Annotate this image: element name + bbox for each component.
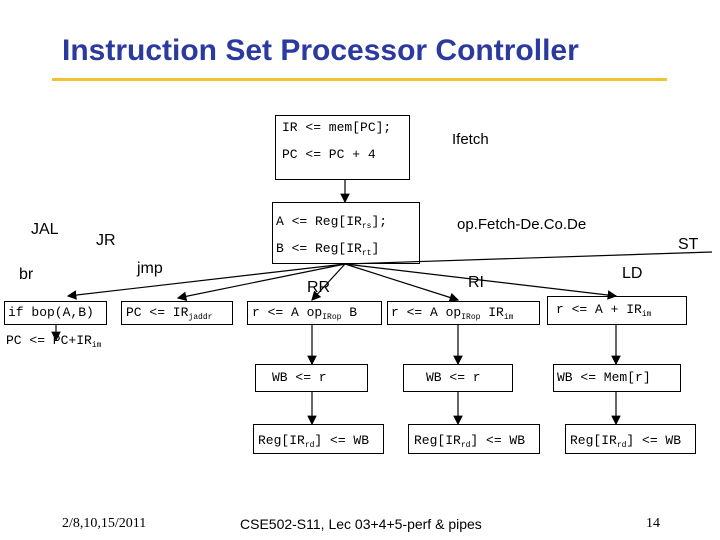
ld-wb-box bbox=[553, 364, 681, 392]
rr-wb-box bbox=[255, 364, 368, 392]
ld-state-box bbox=[547, 296, 687, 325]
br-condition: if bop(A,B) bbox=[8, 305, 94, 320]
arrow-to-jmp bbox=[176, 263, 346, 302]
rr-wb: WB <= r bbox=[272, 370, 327, 385]
label-ri: RI bbox=[468, 274, 484, 291]
label-jr: JR bbox=[96, 232, 116, 249]
ld-regwrite: Reg[IRrd] <= WB bbox=[570, 433, 682, 450]
decode-label: op.Fetch-De.Co.De bbox=[457, 216, 587, 233]
ri-regwrite: Reg[IRrd] <= WB bbox=[414, 433, 526, 450]
jmp-action: PC <= IRjaddr bbox=[126, 305, 213, 322]
ld-action: r <= A + IRim bbox=[556, 302, 652, 319]
rr-regwrite: Reg[IRrd] <= WB bbox=[258, 433, 370, 450]
slide-title: Instruction Set Processor Controller bbox=[62, 34, 579, 67]
jmp-state-box bbox=[121, 301, 233, 325]
footer-course: CSE502-S11, Lec 03+4+5-perf & pipes bbox=[240, 516, 482, 532]
arrow-to-ri bbox=[344, 263, 460, 303]
ri-regwrite-box bbox=[408, 424, 540, 454]
title-underline bbox=[52, 78, 667, 81]
ifetch-label: Ifetch bbox=[452, 131, 489, 148]
decode-line1: A <= Reg[IRrs]; bbox=[276, 214, 388, 231]
label-rr: RR bbox=[307, 279, 331, 296]
arrow-to-br bbox=[66, 263, 346, 300]
ifetch-line2: PC <= PC + 4 bbox=[282, 147, 376, 162]
ld-wb: WB <= Mem[r] bbox=[557, 370, 651, 385]
label-st: ST bbox=[678, 236, 699, 253]
footer-date: 2/8,10,15/2011 bbox=[62, 516, 147, 531]
br-condition-box bbox=[4, 301, 107, 325]
arrow-to-ld bbox=[344, 263, 618, 300]
ld-regwrite-box bbox=[565, 424, 696, 454]
ri-state-box bbox=[387, 301, 540, 325]
decode-state-box bbox=[272, 202, 420, 264]
arrow-to-st bbox=[344, 251, 713, 265]
rr-state-box bbox=[247, 301, 382, 325]
label-jmp: jmp bbox=[137, 260, 163, 277]
rr-regwrite-box bbox=[253, 424, 384, 454]
arrow-to-rr bbox=[311, 263, 346, 301]
br-action: PC <= PC+IRim bbox=[6, 333, 102, 350]
ifetch-state-box bbox=[275, 115, 410, 180]
rr-action: r <= A opIRop B bbox=[252, 305, 358, 322]
ri-wb-box bbox=[403, 364, 513, 392]
label-ld: LD bbox=[622, 265, 643, 282]
label-jal: JAL bbox=[31, 221, 59, 238]
label-br: br bbox=[19, 266, 34, 283]
footer-page-number: 14 bbox=[646, 516, 660, 531]
decode-line2: B <= Reg[IRrt] bbox=[276, 241, 380, 258]
ri-action: r <= A opIRop IRim bbox=[391, 305, 514, 322]
ifetch-line1: IR <= mem[PC]; bbox=[282, 120, 392, 135]
ri-wb: WB <= r bbox=[426, 370, 481, 385]
